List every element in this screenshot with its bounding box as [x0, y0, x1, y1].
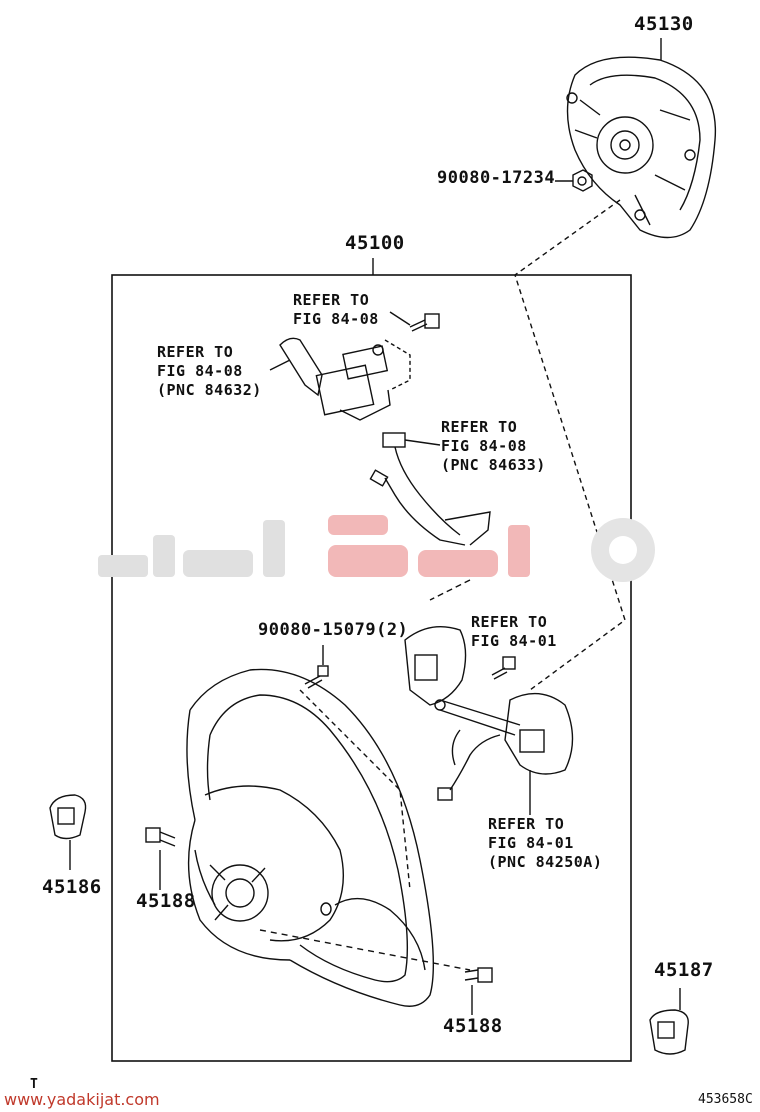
refer-fig-84-08-pnc-84632: REFER TO FIG 84-08 (PNC 84632) — [157, 343, 262, 399]
part-label-90080-17234: 90080-17234 — [437, 168, 556, 188]
switch-84632 — [269, 337, 411, 421]
watermark-logo — [98, 495, 668, 615]
airbag-45130 — [566, 38, 717, 239]
screw-top — [389, 311, 440, 332]
part-label-45187: 45187 — [654, 959, 714, 981]
part-label-90080-15079: 90080-15079(2) — [258, 620, 409, 640]
website-link[interactable]: www.yadakijat.com — [4, 1090, 160, 1109]
cover-45186 — [49, 794, 87, 870]
bolts-90080-15079 — [299, 645, 411, 891]
screw-45188-left — [145, 827, 176, 890]
cover-45187 — [649, 988, 689, 1055]
part-label-45188-left: 45188 — [136, 890, 196, 912]
switch-pad-right — [437, 692, 574, 815]
screw-refer-84-01 — [491, 656, 516, 680]
nut-90080-17234 — [555, 169, 593, 192]
assembly-frame — [111, 274, 632, 1062]
part-label-45188-bottom: 45188 — [443, 1015, 503, 1037]
refer-fig-84-08-pnc-84633: REFER TO FIG 84-08 (PNC 84633) — [441, 418, 546, 474]
watermark-shapes — [98, 515, 655, 582]
diagram-code: 453658C — [698, 1092, 753, 1107]
part-label-45186: 45186 — [42, 876, 102, 898]
part-label-45100: 45100 — [345, 232, 405, 254]
corner-mark: T — [30, 1077, 38, 1092]
refer-fig-84-08-top: REFER TO FIG 84-08 — [293, 291, 379, 328]
screw-45188-bottom — [464, 967, 493, 1015]
switch-pad-left — [404, 626, 521, 736]
dashed-connector-airbag — [514, 199, 626, 691]
refer-fig-84-01-pnc-84250a: REFER TO FIG 84-01 (PNC 84250A) — [488, 815, 603, 871]
part-label-45130: 45130 — [634, 13, 694, 35]
refer-fig-84-01: REFER TO FIG 84-01 — [471, 613, 557, 650]
steering-wheel — [186, 668, 471, 1007]
